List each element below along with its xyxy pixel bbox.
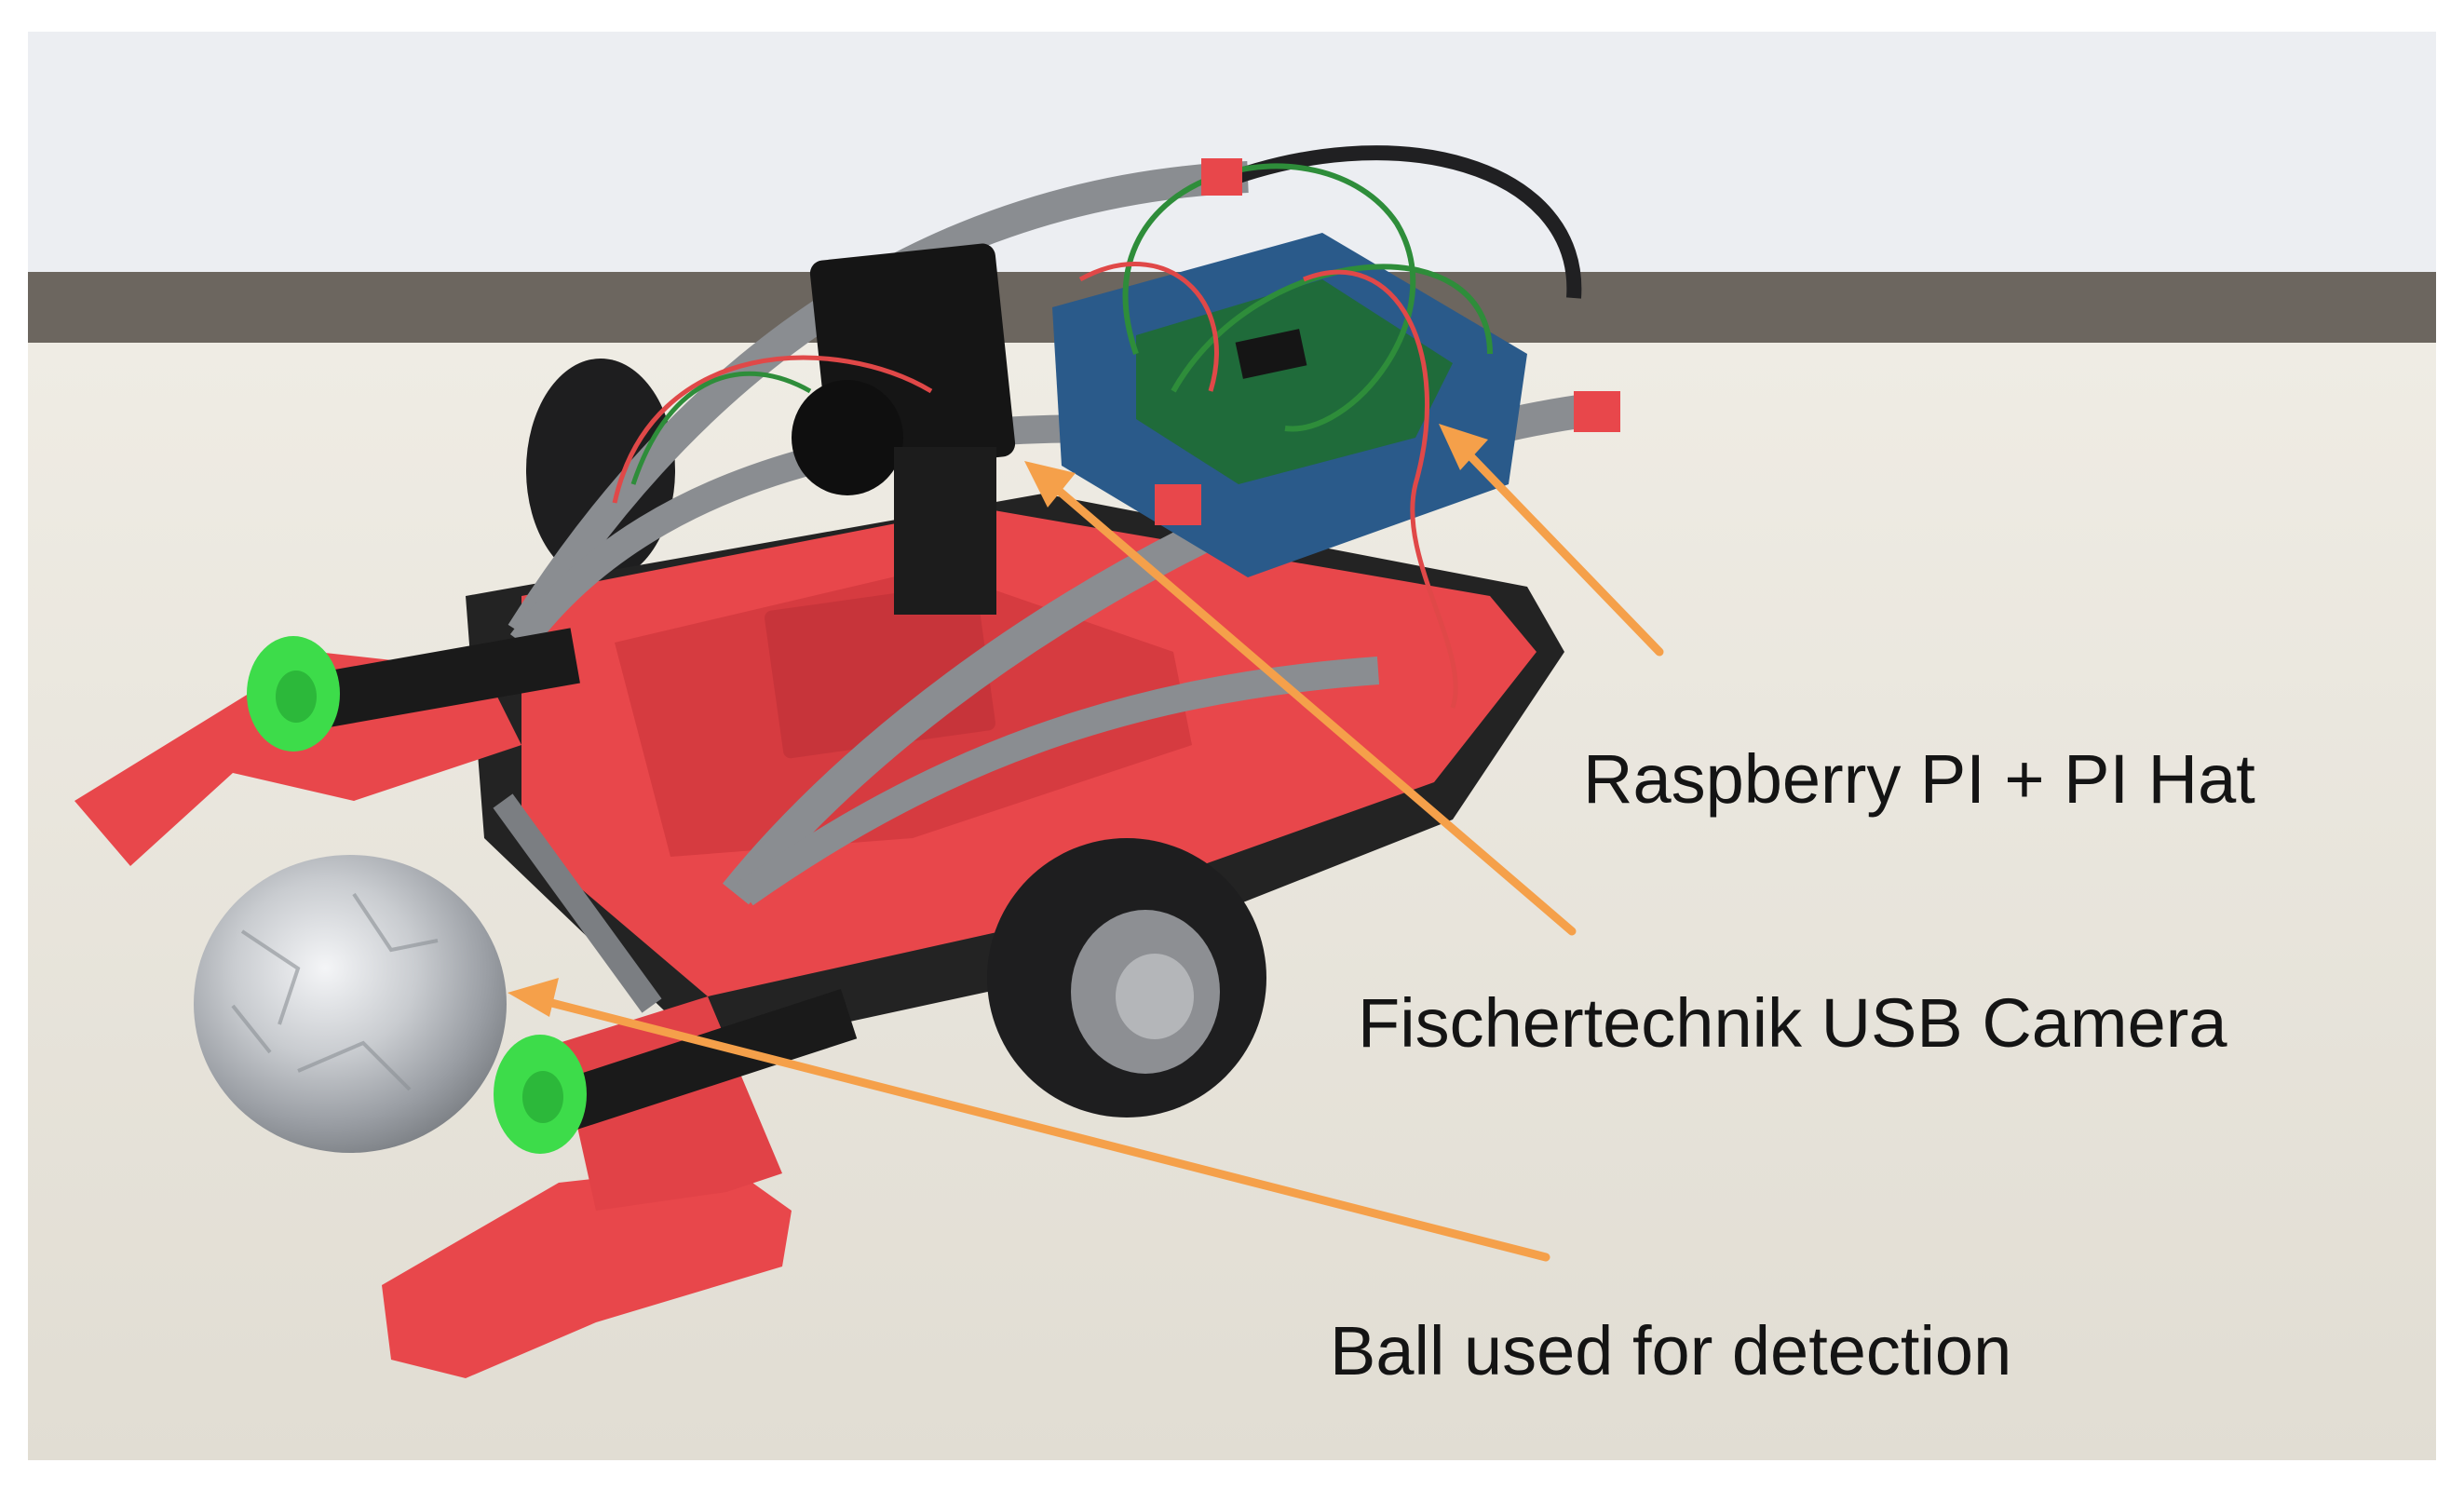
wire-red-2 <box>1078 261 1219 392</box>
strut-front-2 <box>737 657 1380 906</box>
green-wheel-top-hub <box>276 670 317 723</box>
post-4 <box>1155 484 1201 525</box>
arrow-ball-line <box>521 992 1550 1262</box>
arrow-camera-line <box>1034 468 1577 936</box>
arrow-ball-head <box>508 978 559 1017</box>
post-1 <box>1201 158 1242 196</box>
arrow-pi-head <box>1439 424 1488 470</box>
gripper-bottom <box>382 1164 792 1378</box>
label-usb-camera: Fischertechnik USB Camera <box>1358 984 2227 1062</box>
camera-mount <box>894 447 996 615</box>
strut-rail <box>493 793 662 1013</box>
front-hub-inner <box>1116 954 1194 1039</box>
green-wheel-bottom-hub <box>522 1071 563 1123</box>
foil-crinkles <box>231 892 439 1091</box>
wire-red-1 <box>612 355 933 504</box>
wire-red-3 <box>1303 269 1458 709</box>
wire-green-3 <box>630 371 812 485</box>
camera-lens-housing <box>792 380 903 495</box>
annotation-arrows <box>508 424 1664 1262</box>
arrow-camera-head <box>1024 461 1076 508</box>
arrow-pi-line <box>1448 433 1664 657</box>
wire-black <box>1208 145 1582 299</box>
label-ball: Ball used for detection <box>1330 1312 2012 1389</box>
post-2 <box>1574 391 1620 432</box>
wall <box>28 32 2436 272</box>
gripper-axle-top <box>295 628 580 732</box>
pi-chip <box>1235 329 1307 379</box>
label-raspberry-pi: Raspberry PI + PI Hat <box>1583 740 2255 818</box>
post-3 <box>1355 689 1411 745</box>
foil-ball <box>194 855 507 1153</box>
wire-green-1 <box>1122 163 1416 432</box>
gripper-axle-bottom <box>557 989 858 1131</box>
